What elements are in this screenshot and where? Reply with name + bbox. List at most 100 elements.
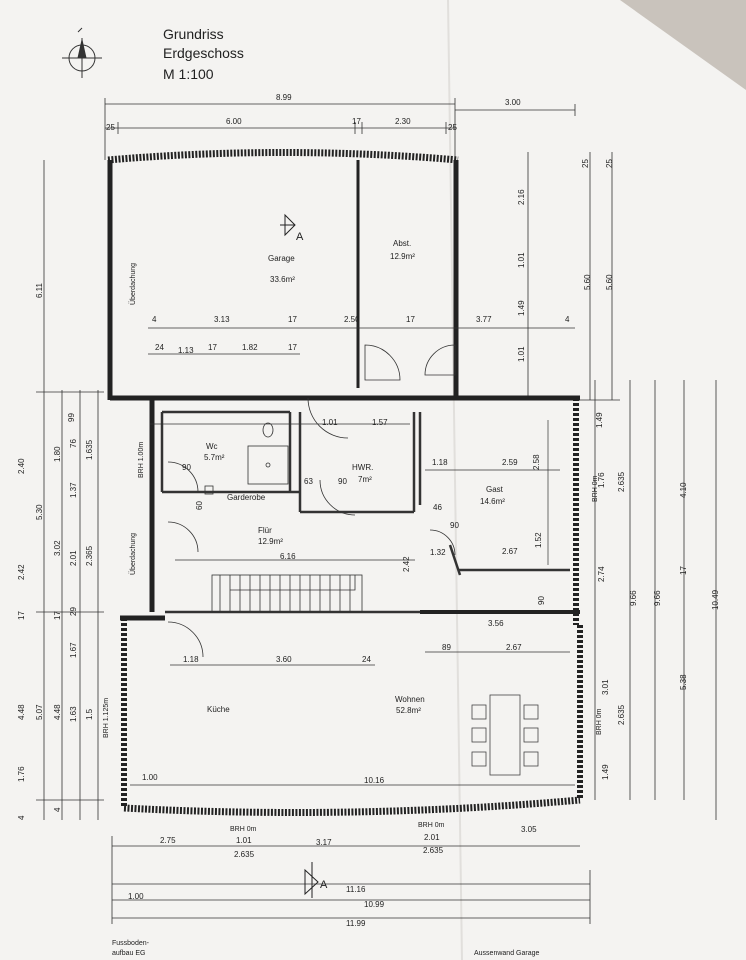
room-kueche-name: Küche xyxy=(207,705,230,714)
label-brh-1125: BRH 1.125m xyxy=(103,697,110,738)
dim-garage-width: 6.00 xyxy=(226,117,242,126)
dim-living-360: 3.60 xyxy=(276,655,292,664)
dim-total-width: 8.99 xyxy=(276,93,292,102)
dim-left-448b: 4.48 xyxy=(53,704,62,720)
dim-wc-60: 60 xyxy=(195,501,204,510)
dim-left-242: 2.42 xyxy=(17,564,26,580)
dim-bottom-305: 3.05 xyxy=(521,825,537,834)
left-dimension-lines xyxy=(36,160,104,820)
label-ueberdachung-left: Überdachung xyxy=(130,532,137,575)
dim-garage-4b: 4 xyxy=(565,315,570,324)
dim-left-137: 1.37 xyxy=(69,482,78,498)
room-abst-area: 12.9m² xyxy=(390,252,415,261)
dim-side-90: 90 xyxy=(537,596,546,605)
dim-left-25: 25 xyxy=(106,123,115,132)
dim-left-163: 1.63 xyxy=(69,706,78,722)
dim-right-25: 25 xyxy=(448,123,457,132)
dim-right-538: 5.38 xyxy=(679,674,688,690)
label-brh-0m-bottom2: BRH 0m xyxy=(418,822,445,829)
dim-living-24: 24 xyxy=(362,655,371,664)
staircase xyxy=(211,574,363,613)
dim-left-17b: 17 xyxy=(53,611,62,620)
room-hwr-name: HWR. xyxy=(352,463,374,472)
bottom-dimension-lines xyxy=(111,836,591,924)
dim-wc-90: 90 xyxy=(182,463,191,472)
dim-gast-118: 1.18 xyxy=(432,458,448,467)
dim-garage-313: 3.13 xyxy=(214,315,230,324)
dim-left-507: 5.07 xyxy=(35,704,44,720)
label-brh-100: BRH 1.00m xyxy=(138,441,145,478)
dim-left-4a: 4 xyxy=(17,815,26,820)
section-label-bottom: A xyxy=(320,879,328,891)
footer-aufbau: aufbau EG xyxy=(112,950,146,957)
dim-garage-113: 1.13 xyxy=(178,346,194,355)
dim-garage-17d: 17 xyxy=(288,343,297,352)
section-arrow-top-icon xyxy=(280,213,296,237)
dim-garage-17c: 17 xyxy=(208,343,217,352)
dim-garage-24: 24 xyxy=(155,343,164,352)
dim-garage-182: 1.82 xyxy=(242,343,258,352)
dim-right-101b: 1.01 xyxy=(517,346,526,362)
dim-left-15: 1.5 xyxy=(85,708,94,720)
dim-left-29: 29 xyxy=(69,607,78,616)
house-walls xyxy=(120,395,583,816)
dim-right-560b: 5.60 xyxy=(605,274,614,290)
dim-right-149c: 1.49 xyxy=(601,764,610,780)
section-arrow-bottom-icon xyxy=(304,862,319,898)
title-scale: M 1:100 xyxy=(163,66,214,82)
dim-flur-242: 2.42 xyxy=(402,556,411,572)
dim-flur-616: 6.16 xyxy=(280,552,296,561)
room-gast-name: Gast xyxy=(486,485,503,494)
dim-right-216: 2.16 xyxy=(517,189,526,205)
dim-right-274: 2.74 xyxy=(597,566,606,582)
interior-walls xyxy=(160,410,570,614)
dim-garage-4a: 4 xyxy=(152,315,157,324)
paper-fold xyxy=(447,0,463,960)
dim-left-17a: 17 xyxy=(17,611,26,620)
dim-abst-width: 2.30 xyxy=(395,117,411,126)
dim-garage-377: 3.77 xyxy=(476,315,492,324)
dim-right-176: 1.76 xyxy=(597,472,606,488)
dim-right-17: 17 xyxy=(679,566,688,575)
dim-garage-17b: 17 xyxy=(406,315,415,324)
label-brh-0m-right: BRH 0m xyxy=(596,708,603,735)
dim-bottom-201: 2.01 xyxy=(424,833,440,842)
dim-left-201: 2.01 xyxy=(69,550,78,566)
dim-left-530: 5.30 xyxy=(35,504,44,520)
dim-bottom-101: 1.01 xyxy=(236,836,252,845)
dim-left-4b: 4 xyxy=(53,807,62,812)
dim-left-611: 6.11 xyxy=(35,283,44,298)
dim-right-1049: 10.49 xyxy=(711,589,720,610)
dim-right-2635b: 2.635 xyxy=(617,704,626,725)
room-garderobe-label: Garderobe xyxy=(227,493,266,502)
section-label-top: A xyxy=(296,231,304,243)
dim-right-101a: 1.01 xyxy=(517,252,526,268)
dim-right-width: 3.00 xyxy=(505,98,521,107)
room-wc-name: Wc xyxy=(206,442,218,451)
footer-aussenwand: Aussenwand Garage xyxy=(474,950,540,957)
dim-gast-267: 2.67 xyxy=(502,547,518,556)
dim-living-118: 1.18 xyxy=(183,655,199,664)
dim-bottom-317: 3.17 xyxy=(316,838,332,847)
dim-wall-mid: 17 xyxy=(352,117,361,126)
dim-left-76: 76 xyxy=(69,439,78,448)
dim-right-25b: 25 xyxy=(605,159,614,168)
door-swings xyxy=(167,344,456,658)
dim-garage-17a: 17 xyxy=(288,315,297,324)
dim-bottom-1099: 10.99 xyxy=(364,900,385,909)
room-garage-name: Garage xyxy=(268,254,295,263)
footer-fussboden: Fussboden- xyxy=(112,940,149,947)
dim-right-966a: 9.66 xyxy=(629,590,638,606)
dim-left-2365: 2.365 xyxy=(85,545,94,566)
dim-left-99: 99 xyxy=(67,413,76,422)
dim-hwr-90: 90 xyxy=(338,477,347,486)
dim-left-167: 1.67 xyxy=(69,642,78,658)
dim-gast-152: 1.52 xyxy=(534,532,543,548)
dim-living-100: 1.00 xyxy=(142,773,158,782)
dim-bottom-1199: 11.99 xyxy=(346,919,366,928)
room-hwr-area: 7m² xyxy=(358,475,372,484)
dim-hwr-157: 1.57 xyxy=(372,418,388,427)
dim-living-89: 89 xyxy=(442,643,451,652)
